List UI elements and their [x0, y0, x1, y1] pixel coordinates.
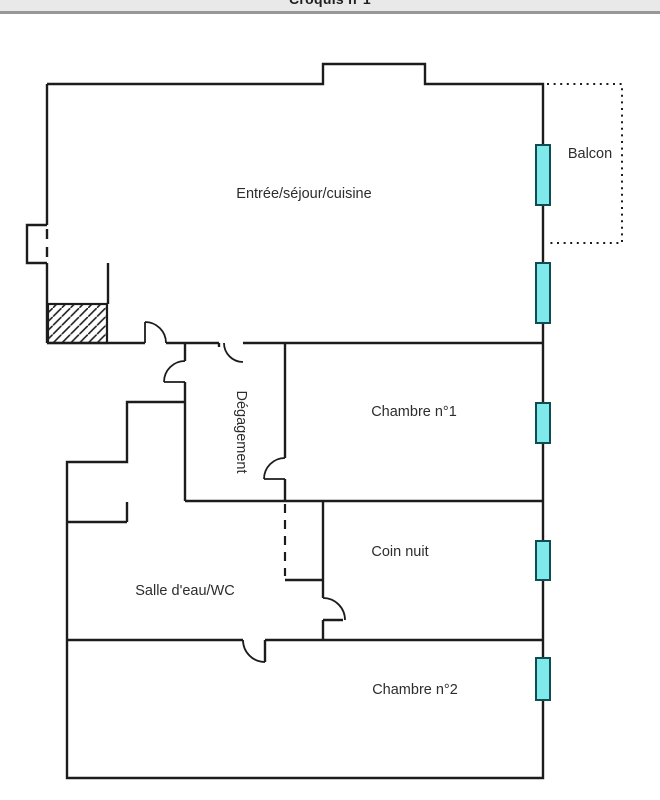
chambre2-top-wall: [67, 638, 543, 662]
entrance-recess-wall: [25, 84, 49, 343]
door-arc-chambre2: [242, 639, 266, 663]
room-label-entree-sejour-cuisine: Entrée/séjour/cuisine: [236, 186, 371, 202]
room-label-chambre2: Chambre n°2: [372, 682, 458, 698]
window-icon: [535, 657, 551, 701]
window-icon: [535, 402, 551, 444]
window-icon: [535, 540, 551, 581]
closet-walls: [285, 501, 343, 640]
door-arc-sejour-degagement: [223, 342, 244, 363]
room-label-salle-eau-wc: Salle d'eau/WC: [135, 583, 234, 599]
window-icon: [535, 144, 551, 206]
shower-partition: [67, 502, 129, 524]
door-arc-sejour-vestibule: [144, 321, 167, 344]
room-label-coin-nuit: Coin nuit: [371, 544, 428, 560]
hatched-shaft: [46, 302, 109, 345]
sejour-bottom-wall: [47, 341, 543, 347]
room-label-chambre1: Chambre n°1: [371, 404, 457, 420]
room-label-degagement: Dégagement: [233, 390, 249, 473]
exterior-walls: [47, 62, 545, 780]
room-label-balcon: Balcon: [568, 146, 612, 162]
header-bar: Croquis n°1: [0, 0, 660, 14]
door-arc-degagement-left: [163, 360, 186, 383]
door-arc-chambre1: [263, 457, 286, 480]
window-icon: [535, 262, 551, 324]
balcony-dotted-outline: [547, 83, 623, 244]
door-arc-coin-nuit: [322, 597, 346, 621]
page-title: Croquis n°1: [0, 0, 660, 7]
